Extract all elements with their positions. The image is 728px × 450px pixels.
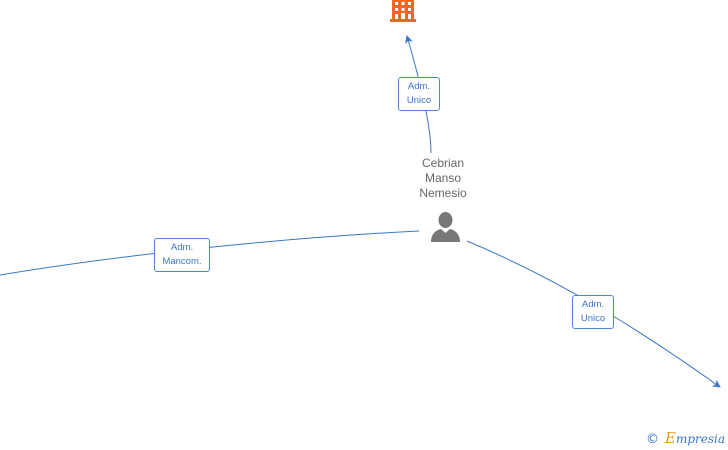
copyright-icon: © xyxy=(646,432,659,447)
person-name-line-3: Nemesio xyxy=(419,186,467,200)
person-name[interactable]: Cebrian Manso Nemesio xyxy=(400,156,486,201)
brand-logo-initial: E xyxy=(665,429,676,447)
edge-label-right-line-2: Unico xyxy=(580,313,606,324)
edge-label-left-line-2: Mancom. xyxy=(162,256,202,267)
edge-label-top-line-1: Adm. xyxy=(407,81,431,92)
footer-brand[interactable]: © Empresia xyxy=(646,429,728,447)
brand-logo-text: mpresia xyxy=(675,432,726,446)
person-name-line-2: Manso xyxy=(424,171,462,185)
edge-label-left[interactable]: Adm. Mancom. xyxy=(154,238,210,272)
person-name-line-1: Cebrian xyxy=(421,156,465,170)
edge-label-right-line-1: Adm. xyxy=(581,299,605,310)
edge-label-right[interactable]: Adm. Unico xyxy=(572,295,614,329)
edge-label-top[interactable]: Adm. Unico xyxy=(398,77,440,111)
edge-label-left-line-1: Adm. xyxy=(170,242,194,253)
edge-label-top-line-2: Unico xyxy=(406,95,432,106)
person-icon[interactable] xyxy=(429,211,462,243)
building-icon[interactable] xyxy=(388,0,418,22)
